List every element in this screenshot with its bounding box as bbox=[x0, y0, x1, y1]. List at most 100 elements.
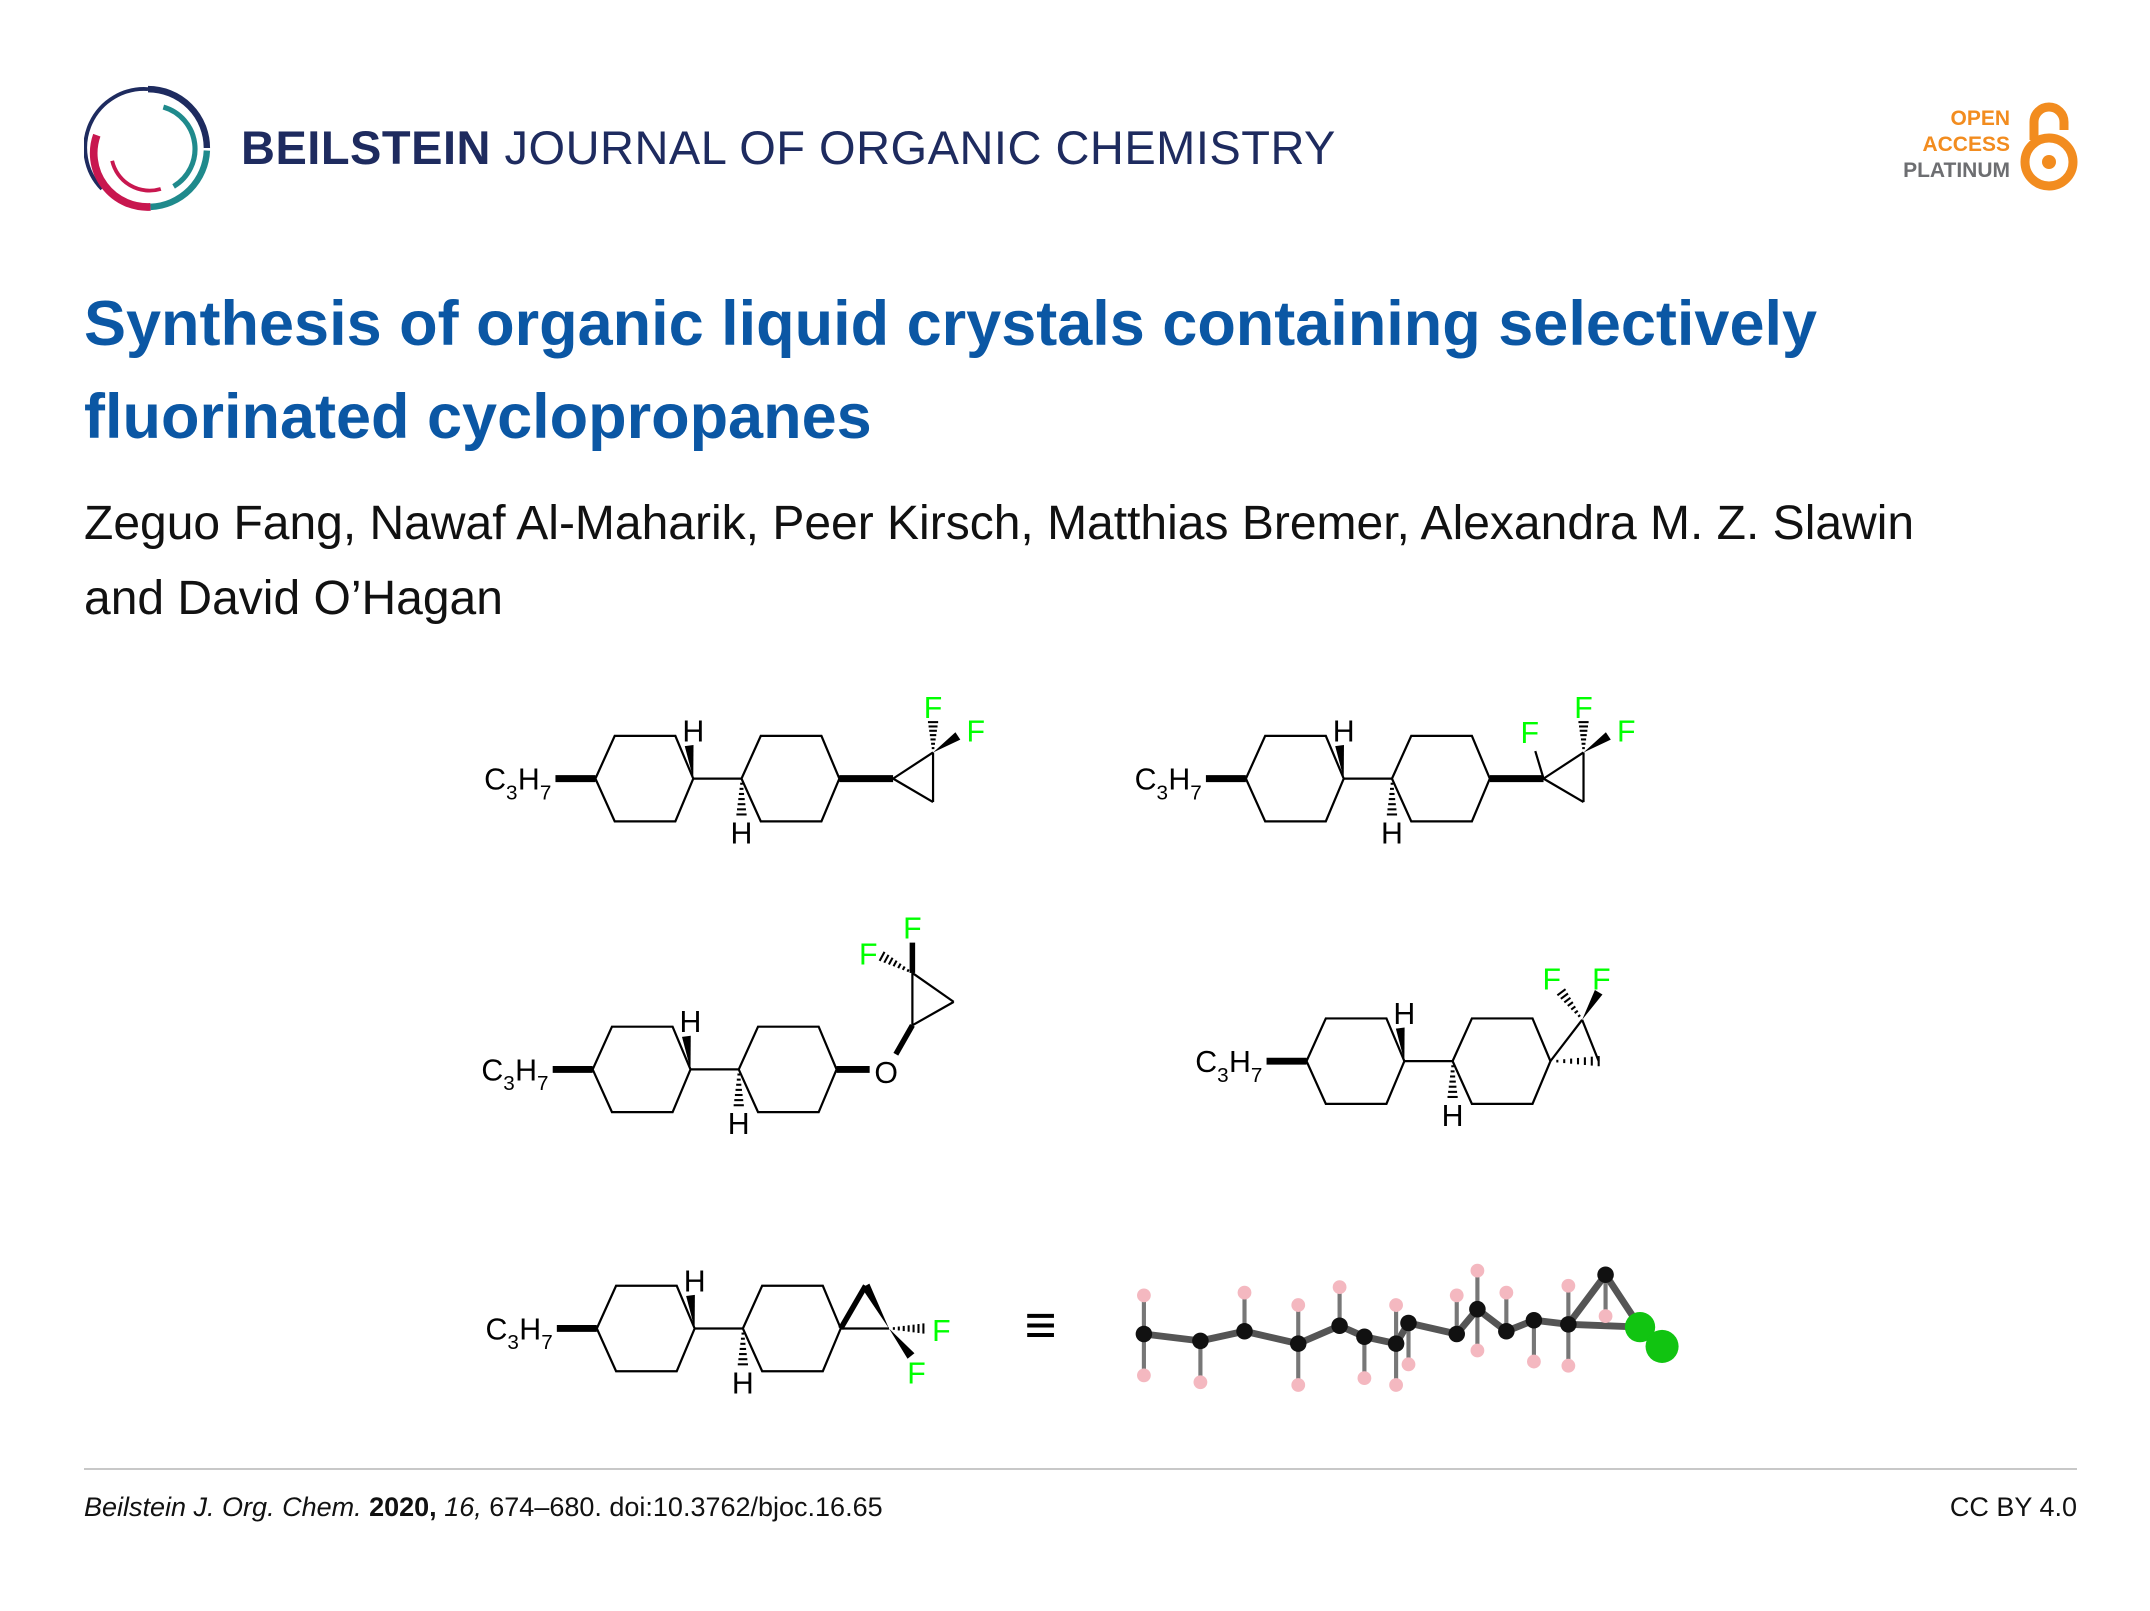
model-hydrogen bbox=[1332, 1280, 1347, 1295]
propyl-label-part: H bbox=[1229, 1046, 1251, 1079]
citation: Beilstein J. Org. Chem. 2020, 16, 674–68… bbox=[84, 1492, 883, 1523]
axial-h-hash bbox=[733, 1073, 744, 1107]
citation-volume: 16, bbox=[444, 1492, 482, 1522]
hashed-bond bbox=[1556, 1056, 1600, 1067]
fluorine-label: F bbox=[859, 939, 878, 972]
fluorine-label: F bbox=[903, 912, 922, 945]
bond bbox=[1549, 1019, 1584, 1062]
hash-line bbox=[892, 960, 898, 967]
axial-h-hash bbox=[737, 1332, 748, 1366]
hydrogen-label: H bbox=[1333, 715, 1355, 748]
model-carbon bbox=[1289, 1335, 1307, 1352]
cyclohexane-ring-2 bbox=[1451, 1017, 1552, 1105]
license-label: CC BY 4.0 bbox=[1949, 1492, 2077, 1522]
model-bond bbox=[1565, 1272, 1609, 1327]
hash-line bbox=[887, 957, 894, 965]
model-bond bbox=[1143, 1330, 1201, 1345]
model-hydrogen bbox=[1598, 1309, 1613, 1323]
model-hydrogen bbox=[1291, 1298, 1306, 1312]
model-carbon bbox=[1192, 1332, 1209, 1350]
hashed-bond bbox=[1578, 721, 1589, 750]
model-hydrogen bbox=[1389, 1378, 1403, 1392]
hash-line bbox=[878, 951, 886, 962]
propyl-label: C3 H7 bbox=[1135, 764, 1202, 805]
hash-line bbox=[883, 954, 890, 964]
model-hydrogen bbox=[1357, 1371, 1372, 1385]
journal-name-bold: BEILSTEIN bbox=[241, 121, 491, 174]
bond bbox=[893, 1023, 915, 1056]
propyl-label-part: H bbox=[518, 764, 540, 797]
equivalence-sign: ≡ bbox=[1024, 1294, 1056, 1356]
authors-line-1: Zeguo Fang, Nawaf Al-Maharik, Peer Kirsc… bbox=[84, 497, 1915, 550]
bond bbox=[911, 972, 955, 1003]
cyclohexane-ring-2 bbox=[740, 734, 841, 823]
propyl-label-part: H bbox=[1168, 764, 1190, 797]
model-hydrogen bbox=[1527, 1354, 1541, 1369]
citation-journal: Beilstein J. Org. Chem. bbox=[84, 1492, 362, 1522]
cyclohexane-ring-1 bbox=[595, 1284, 696, 1373]
title-line-2: fluorinated cyclopropanes bbox=[84, 382, 872, 452]
model-fluorine bbox=[1624, 1311, 1656, 1343]
propyl-label-part: H bbox=[515, 1054, 537, 1087]
model-carbon bbox=[1236, 1322, 1253, 1340]
bond bbox=[1542, 777, 1585, 804]
propyl-label-part: C bbox=[481, 1054, 503, 1087]
propyl-label-part: 3 bbox=[503, 1072, 515, 1095]
model-hydrogen bbox=[1561, 1278, 1576, 1293]
wedge-bond bbox=[1582, 989, 1603, 1020]
model-hydrogen bbox=[1470, 1263, 1485, 1278]
hashed-bond bbox=[892, 1323, 925, 1334]
hydrogen-label: H bbox=[1381, 817, 1403, 850]
fluorine-label: F bbox=[1574, 692, 1593, 725]
hydrogen-label: H bbox=[728, 1108, 750, 1141]
model-carbon bbox=[1400, 1314, 1417, 1332]
title-line-1: Synthesis of organic liquid crystals con… bbox=[84, 289, 1818, 359]
hydrogen-label: H bbox=[682, 715, 704, 748]
authors-line-2: and David O’Hagan bbox=[84, 572, 503, 625]
model-hydrogen bbox=[1401, 1357, 1416, 1372]
hash-line bbox=[906, 968, 910, 973]
model-hydrogen bbox=[1470, 1343, 1485, 1358]
axial-h-hash bbox=[1447, 1065, 1458, 1099]
fluorine-label: F bbox=[1617, 715, 1636, 748]
model-carbon bbox=[1448, 1325, 1466, 1343]
model-hydrogen bbox=[1237, 1285, 1252, 1300]
hydrogen-label: H bbox=[1442, 1100, 1464, 1133]
fluorine-label: F bbox=[1543, 963, 1562, 996]
propyl-label: C3 H7 bbox=[484, 764, 551, 805]
citation-year: 2020, bbox=[369, 1492, 437, 1522]
propyl-label-part: 3 bbox=[1217, 1064, 1228, 1087]
axial-h-hash bbox=[736, 782, 747, 816]
cyclohexane-ring-1 bbox=[594, 734, 695, 823]
open-access-line-3: PLATINUM bbox=[1903, 159, 2010, 182]
bond bbox=[1534, 750, 1545, 779]
propyl-label: C3 H7 bbox=[486, 1314, 553, 1355]
model-hydrogen bbox=[1449, 1288, 1464, 1303]
cyclohexane-ring-2 bbox=[741, 1284, 842, 1373]
wedge-bond bbox=[933, 732, 961, 753]
propyl-label-part: 7 bbox=[1251, 1064, 1263, 1087]
open-access-badge: OPEN ACCESS PLATINUM bbox=[1903, 106, 2010, 184]
bond bbox=[838, 1284, 868, 1330]
wedge-bond bbox=[1583, 732, 1611, 753]
propyl-label-part: 3 bbox=[507, 1331, 518, 1354]
propyl-label-part: C bbox=[1135, 764, 1157, 797]
propyl-label: C3 H7 bbox=[1195, 1046, 1262, 1087]
hash-line bbox=[1570, 1005, 1576, 1011]
model-carbon bbox=[1597, 1266, 1614, 1284]
oxygen-label: O bbox=[874, 1057, 898, 1090]
model-carbon bbox=[1498, 1322, 1515, 1340]
bond bbox=[1542, 751, 1585, 780]
hashed-bond bbox=[878, 951, 910, 973]
propyl-label-part: C bbox=[484, 764, 506, 797]
citation-doi: 674–680. doi:10.3762/bjoc.16.65 bbox=[489, 1492, 883, 1522]
bond bbox=[911, 1000, 955, 1027]
hashed-bond bbox=[927, 721, 939, 750]
cyclohexane-ring-1 bbox=[1244, 734, 1345, 823]
fluorine-label: F bbox=[967, 715, 986, 748]
model-carbon bbox=[1331, 1317, 1348, 1335]
hash-line bbox=[1567, 1001, 1574, 1007]
bond bbox=[892, 777, 934, 804]
model-hydrogen bbox=[1561, 1358, 1576, 1373]
hash-line bbox=[1563, 996, 1572, 1004]
